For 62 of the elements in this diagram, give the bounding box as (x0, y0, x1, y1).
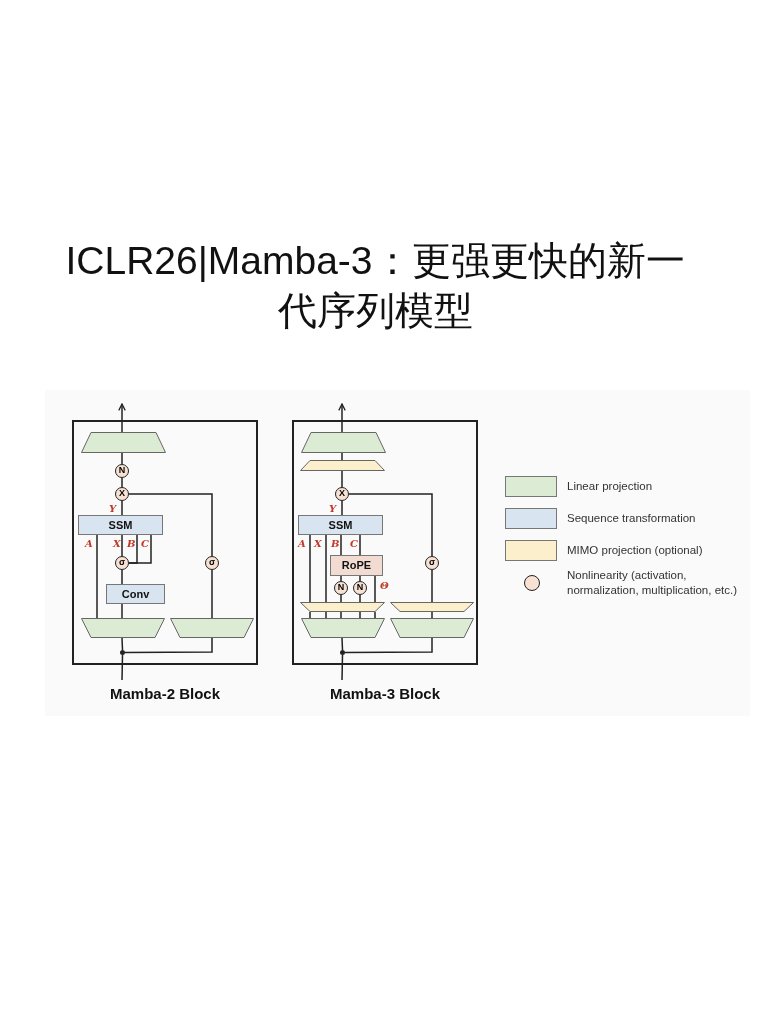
connector-line (359, 594, 361, 603)
operation-box: SSM (298, 515, 383, 535)
connector-line (121, 637, 124, 651)
connector-line (341, 470, 343, 488)
operation-box: SSM (78, 515, 163, 535)
junction-dot (120, 650, 125, 655)
connector-line (340, 534, 342, 556)
connector-line (211, 569, 213, 619)
legend-label: MIMO projection (optional) (567, 543, 704, 558)
connector-line (374, 575, 376, 603)
block-title: Mamba-2 Block (108, 685, 221, 703)
connector-line (340, 594, 342, 603)
edge-label: Θ (380, 581, 389, 591)
connector-line (341, 637, 344, 651)
arrow (118, 403, 126, 433)
edge-label: A (85, 539, 93, 549)
connector-line (121, 477, 123, 488)
connector-line (121, 500, 123, 516)
block-title: Mamba-3 Block (328, 685, 441, 703)
operation-box: Conv (106, 584, 165, 604)
connector-line (309, 611, 311, 619)
edge-label: B (127, 539, 136, 549)
junction-dot (340, 650, 345, 655)
title: ICLR26|Mamba-3：更强更快的新一代序列模型 (64, 238, 686, 334)
connector-line (128, 493, 213, 557)
connector-line (348, 493, 433, 557)
arrow (338, 403, 346, 433)
connector-line (121, 569, 123, 585)
connector-line (121, 654, 124, 681)
edge-label: C (141, 539, 149, 549)
connector-line (359, 575, 361, 582)
connector-line (340, 575, 342, 582)
connector-line (341, 500, 343, 516)
connector-line (431, 611, 433, 619)
connector-line (340, 611, 342, 619)
connector-line (124, 637, 213, 654)
connector-line (121, 452, 123, 465)
connector-line (309, 534, 311, 603)
connector-line (128, 534, 152, 564)
legend-label: Linear projection (567, 479, 654, 494)
connector-line (374, 611, 376, 619)
connector-line (359, 534, 361, 556)
legend-label: Nonlinearity (activation, normalization, multiplication, etc.) (567, 568, 738, 598)
legend-label: Sequence transformation (567, 511, 697, 526)
connector-line (341, 452, 343, 461)
connector-line (121, 534, 123, 557)
edge-label: Y (109, 504, 117, 514)
connector-line (96, 534, 98, 619)
edge-label: X (113, 539, 121, 549)
edge-label: B (331, 539, 340, 549)
connector-line (325, 534, 327, 603)
operation-box: RoPE (330, 555, 383, 576)
connector-line (359, 611, 361, 619)
connector-line (344, 637, 433, 654)
edge-label: C (350, 539, 358, 549)
connector-line (325, 611, 327, 619)
connector-line (431, 569, 433, 603)
edge-label: X (314, 539, 322, 549)
edge-label: A (298, 539, 306, 549)
connector-line (341, 654, 344, 681)
edge-label: Y (329, 504, 337, 514)
connector-line (121, 603, 123, 619)
